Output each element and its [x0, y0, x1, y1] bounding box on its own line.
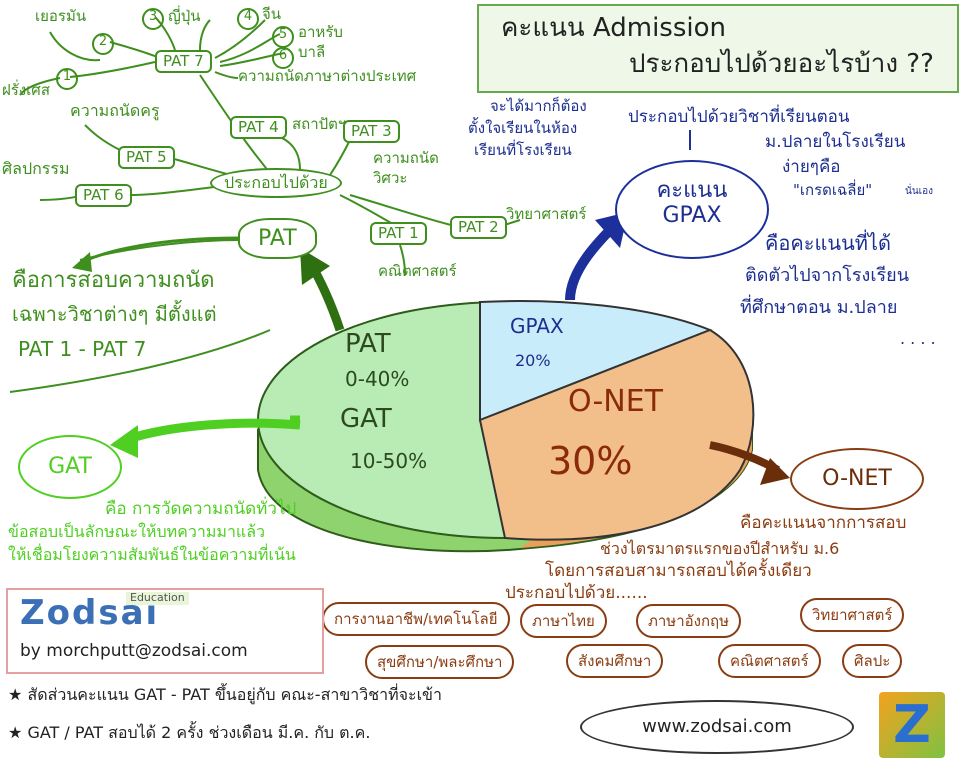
footnote-2: ★ GAT / PAT สอบได้ 2 ครั้ง ช่วงเดือน มี.…: [8, 723, 371, 742]
gpax-right-6: ติดตัวไปจากโรงเรียน: [745, 265, 910, 286]
footnote-1: ★ สัดส่วนคะแนน GAT - PAT ขึ้นอยู่กับ คณะ…: [8, 685, 442, 704]
pat7-label: ความถนัดภาษาต่างประเทศ: [238, 67, 417, 85]
onet-desc-4: ประกอบไปด้วย......: [505, 583, 648, 603]
onet-subject-3: ภาษาอังกฤษ: [636, 604, 742, 638]
pat-lang-num-6: 6: [272, 47, 294, 69]
brand-email: by morchputt@zodsai.com: [20, 641, 248, 661]
pie-label-pat-range: 0-40%: [345, 367, 410, 391]
pat5-label: ความถนัดครู: [70, 101, 160, 120]
z-logo-icon: Z: [879, 692, 945, 758]
star-icon: ★: [8, 723, 28, 742]
title-box: คะแนน Admission ประกอบไปด้วยอะไรบ้าง ??: [477, 4, 959, 93]
pat-cloud: PAT: [238, 218, 317, 260]
gpax-right-4b: นั่นเอง: [905, 186, 933, 197]
website-bubble[interactable]: www.zodsai.com: [580, 700, 854, 754]
pie-slice-gpax: [479, 300, 713, 422]
pat-lang-3: ญี่ปุ่น: [168, 7, 201, 25]
pat-desc-1: คือการสอบความถนัด: [12, 268, 215, 293]
pie-label-onet: O-NET: [568, 384, 663, 419]
pat-lang-5: อาหรับ: [298, 23, 343, 41]
star-icon: ★: [8, 685, 28, 704]
onet-desc-2: ช่วงไตรมาตรแรกของปีสำหรับ ม.6: [600, 539, 840, 558]
pat2-box: PAT 2: [450, 216, 507, 240]
pat6-label: ศิลปกรรม: [2, 159, 70, 178]
pat3-box: PAT 3: [343, 120, 400, 144]
pat4-box: PAT 4: [230, 116, 287, 140]
gpax-cloud-line-1: คะแนน: [656, 178, 728, 203]
gpax-note-2: ตั้งใจเรียนในห้อง: [468, 119, 578, 137]
onet-subject-7: คณิตศาสตร์: [718, 644, 821, 678]
pie-label-gpax-value: 20%: [515, 351, 551, 370]
gpax-right-5: คือคะแนนที่ได้: [765, 231, 891, 255]
footnote-2-text: GAT / PAT สอบได้ 2 ครั้ง ช่วงเดือน มี.ค.…: [27, 723, 371, 742]
pat5-box: PAT 5: [118, 146, 175, 170]
pat3-label-1: ความถนัด: [373, 149, 439, 167]
pat2-label: วิทยาศาสตร์: [506, 205, 587, 223]
pat3-label-2: วิศวะ: [373, 169, 408, 187]
pat-lang-num-3: 3: [142, 8, 164, 30]
pie-slice-onet: [478, 328, 755, 541]
pat7-box: PAT 7: [155, 50, 212, 74]
pat-center: ประกอบไปด้วย: [210, 168, 342, 199]
onet-subject-4: วิทยาศาสตร์: [800, 598, 905, 632]
pat-desc-2: เฉพาะวิชาต่างๆ มีตั้งแต่: [12, 302, 217, 326]
onet-subject-8: ศิลปะ: [842, 644, 903, 678]
pat-lang-num-4: 4: [237, 8, 259, 30]
pat-lang-num-2: 2: [92, 33, 114, 55]
footnote-1-text: สัดส่วนคะแนน GAT - PAT ขึ้นอยู่กับ คณะ-ส…: [27, 685, 442, 704]
onet-subject-1: การงานอาชีพ/เทคโนโลยี: [322, 602, 510, 636]
pat-lang-1: ฝรั่งเศส: [2, 81, 50, 99]
onet-cloud: O-NET: [790, 448, 924, 510]
z-logo-letter: Z: [893, 695, 931, 755]
title-line-1: คะแนน Admission: [501, 13, 727, 43]
pie-label-gat: GAT: [340, 404, 392, 434]
pat-lang-2: เยอรมัน: [35, 7, 87, 25]
pat-lang-num-5: 5: [272, 26, 294, 48]
gpax-cloud-line-2: GPAX: [662, 203, 722, 229]
gpax-note-3: เรียนที่โรงเรียน: [474, 141, 572, 159]
pat1-label: คณิตศาสตร์: [378, 262, 457, 280]
gpax-right-8: . . . .: [900, 329, 936, 348]
gat-cloud: GAT: [18, 435, 122, 499]
gpax-right-7: ที่ศึกษาตอน ม.ปลาย: [740, 297, 898, 318]
pie-label-onet-value: 30%: [548, 439, 633, 483]
pat-lang-4: จีน: [262, 5, 282, 23]
onet-subject-6: สังคมศึกษา: [566, 644, 664, 678]
gpax-right-2: ม.ปลายในโรงเรียน: [765, 132, 906, 152]
pat1-box: PAT 1: [370, 222, 427, 246]
gat-desc-1: คือ การวัดความถนัดทั่วไป: [105, 499, 297, 519]
onet-desc-1: คือคะแนนจากการสอบ: [740, 513, 907, 533]
onet-subject-5: สุขศึกษา/พละศึกษา: [365, 645, 515, 679]
onet-desc-3: โดยการสอบสามารถสอบได้ครั้งเดียว: [545, 561, 812, 581]
zodsai-logo-tag: Education: [126, 591, 189, 605]
brand-box: Zodsai Education by morchputt@zodsai.com: [6, 588, 324, 674]
pie-label-gpax: GPAX: [510, 314, 564, 338]
pie-label-gat-range: 10-50%: [350, 449, 428, 473]
gat-desc-3: ให้เชื่อมโยงความสัมพันธ์ในข้อความที่เน้น: [8, 545, 296, 564]
gpax-right-3: ง่ายๆคือ: [782, 157, 841, 177]
gpax-note-1: จะได้มากก็ต้อง: [490, 97, 587, 115]
gpax-cloud: คะแนน GPAX: [615, 160, 769, 259]
pat4-label: สถาปัตฯ: [292, 115, 347, 133]
pat6-box: PAT 6: [75, 184, 132, 208]
gpax-right-4: "เกรดเฉลี่ย": [793, 181, 873, 199]
onet-subject-2: ภาษาไทย: [520, 604, 607, 638]
pat-lang-num-1: 1: [56, 68, 78, 90]
gpax-right-1: ประกอบไปด้วยวิชาที่เรียนตอน: [628, 107, 850, 127]
title-line-2: ประกอบไปด้วยอะไรบ้าง ??: [629, 49, 934, 79]
gat-desc-2: ข้อสอบเป็นลักษณะให้บทความมาแล้ว: [8, 522, 266, 541]
pat-desc-3: PAT 1 - PAT 7: [18, 337, 147, 361]
pie-label-pat: PAT: [345, 329, 391, 359]
pat-lang-6: บาลี: [298, 43, 326, 61]
